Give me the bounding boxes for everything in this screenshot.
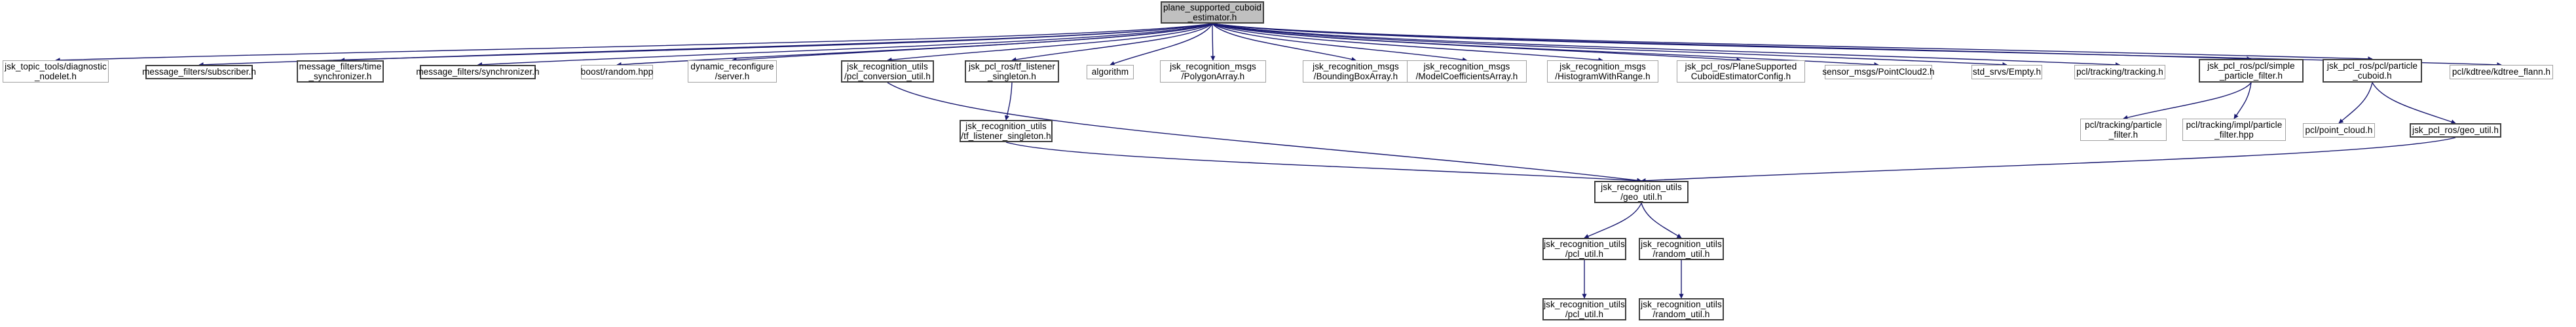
graph-node[interactable]: pcl/tracking/impl/particle _filter.hpp (2182, 119, 2286, 141)
graph-edge (1011, 23, 1213, 62)
graph-edge (55, 23, 1213, 63)
graph-edge (1212, 23, 2121, 67)
graph-node[interactable]: pcl/kdtree/kdtree_flann.h (2450, 65, 2553, 79)
graph-edge (339, 23, 1213, 63)
graph-node[interactable]: jsk_recognition_msgs /HistogramWithRange… (1547, 60, 1658, 83)
graph-node[interactable]: pcl/tracking/particle _filter.h (2080, 119, 2167, 141)
graph-node[interactable]: jsk_recognition_utils /geo_util.h (1594, 181, 1689, 203)
graph-edge (732, 23, 1213, 63)
graph-node[interactable]: jsk_recognition_msgs /PolygonArray.h (1160, 60, 1266, 83)
graph-node[interactable]: jsk_recognition_msgs /ModelCoefficientsA… (1407, 60, 1527, 83)
graph-node[interactable]: dynamic_reconfigure /server.h (688, 60, 777, 83)
graph-edge (1212, 23, 1468, 62)
graph-edge (1584, 202, 1642, 239)
graph-edge (1210, 23, 1216, 61)
graph-node-root[interactable]: plane_supported_cuboid _estimator.h (1161, 1, 1264, 24)
graph-node[interactable]: sensor_msgs/PointCloud2.h (1822, 65, 1935, 79)
graph-node[interactable]: jsk_recognition_utils /pcl_util.h (1542, 298, 1626, 320)
graph-node[interactable]: boost/random.hpp (581, 65, 653, 79)
graph-edge (1212, 23, 2252, 62)
graph-edge (1004, 82, 1013, 121)
graph-node[interactable]: pcl/point_cloud.h (2303, 123, 2375, 138)
graph-edge (1641, 137, 2456, 183)
graph-edge (1212, 23, 1356, 62)
graph-node[interactable]: message_filters/time _synchronizer.h (297, 60, 384, 83)
graph-node[interactable]: std_srvs/Empty.h (1971, 65, 2042, 79)
graph-edge (1212, 23, 2373, 62)
graph-node[interactable]: message_filters/subscriber.h (142, 65, 256, 79)
graph-edge (887, 23, 1213, 62)
graph-edge (198, 23, 1213, 67)
graph-edge (2123, 82, 2252, 120)
graph-node[interactable]: message_filters/synchronizer.h (416, 65, 540, 79)
graph-edge (477, 23, 1213, 67)
graph-node[interactable]: jsk_pcl_ros/pcl/simple _particle_filter.… (2199, 59, 2304, 83)
graph-node[interactable]: jsk_recognition_utils /pcl_conversion_ut… (841, 60, 934, 83)
graph-node[interactable]: jsk_pcl_ros/PlaneSupported CuboidEstimat… (1677, 60, 1805, 83)
graph-node[interactable]: jsk_pcl_ros/tf_listener _singleton.h (965, 60, 1059, 83)
graph-edge (1110, 23, 1213, 66)
graph-node[interactable]: jsk_pcl_ros/pcl/particle _cuboid.h (2323, 59, 2422, 83)
graph-edge (1641, 202, 1682, 239)
graph-edge (1212, 23, 2007, 67)
graph-node[interactable]: jsk_pcl_ros/geo_util.h (2410, 123, 2501, 138)
graph-node[interactable]: jsk_recognition_utils /pcl_util.h (1542, 238, 1626, 260)
graph-node[interactable]: jsk_recognition_utils /random_util.h (1639, 238, 1724, 260)
graph-edge (2372, 82, 2456, 125)
graph-edge (1212, 23, 1879, 67)
graph-node[interactable]: jsk_recognition_msgs /BoundingBoxArray.h (1303, 60, 1409, 83)
graph-edge (2338, 82, 2373, 124)
graph-node[interactable]: algorithm (1087, 65, 1134, 79)
graph-node[interactable]: jsk_topic_tools/diagnostic _nodelet.h (3, 60, 109, 83)
graph-edge (616, 23, 1213, 67)
graph-node[interactable]: pcl/tracking/tracking.h (2074, 65, 2165, 79)
graph-edge (1212, 23, 1603, 63)
graph-edge (1212, 23, 2502, 67)
graph-edge (1212, 23, 1742, 63)
graph-edge (1005, 142, 1642, 183)
graph-node[interactable]: jsk_recognition_utils /random_util.h (1639, 298, 1724, 320)
graph-edge (2233, 82, 2252, 119)
graph-node[interactable]: jsk_recognition_utils /tf_listener_singl… (960, 120, 1053, 142)
